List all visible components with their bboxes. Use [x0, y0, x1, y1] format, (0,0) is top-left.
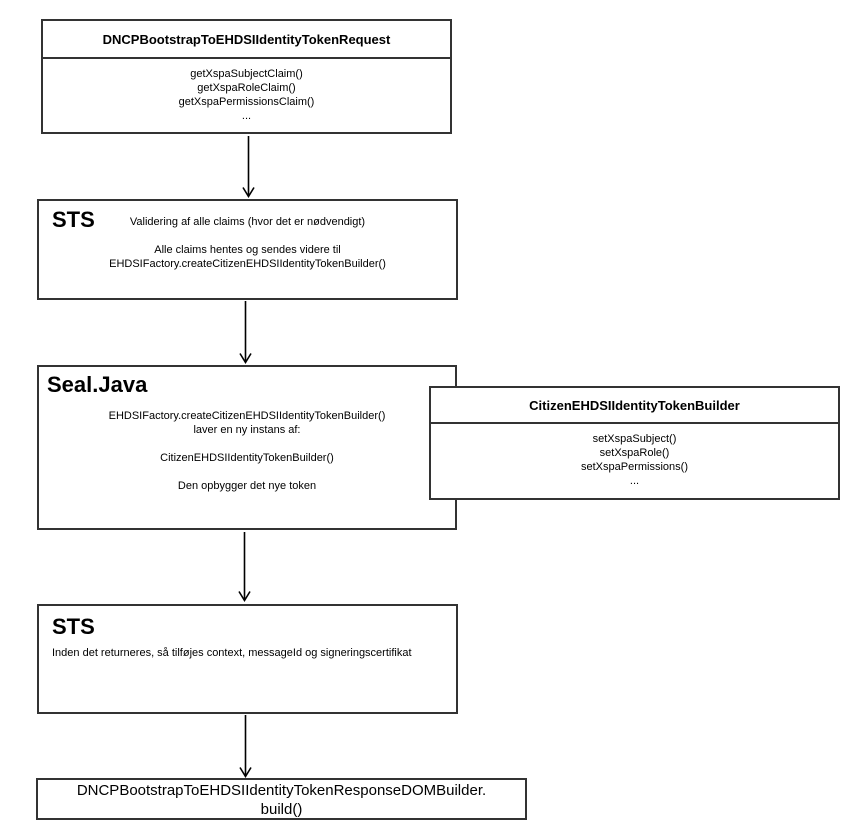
node-seal-java-label: Seal.Java — [47, 372, 148, 397]
arrow-request-to-sts1 — [242, 136, 255, 199]
node-request: DNCPBootstrapToEHDSIIdentityTokenRequest… — [41, 19, 452, 134]
node-builder-title: CitizenEHDSIIdentityTokenBuilder — [431, 388, 838, 424]
node-sts-validate: STS Validering af alle claims (hvor det … — [37, 199, 458, 300]
text-line: EHDSIFactory.createCitizenEHDSIIdentityT… — [109, 258, 386, 270]
text-line: Alle claims hentes og sendes videre til — [154, 244, 341, 256]
text-line: DNCPBootstrapToEHDSIIdentityTokenRespons… — [76, 782, 487, 799]
arrow-sts2-to-response — [239, 715, 252, 779]
text-line: Inden det returneres, så tilføjes contex… — [52, 647, 412, 659]
method-line: setXspaSubject() — [592, 433, 677, 445]
node-sts-validate-label: STS — [52, 207, 95, 232]
node-response-builder: DNCPBootstrapToEHDSIIdentityTokenRespons… — [36, 778, 527, 820]
node-sts-return-label: STS — [52, 614, 95, 639]
arrow-seal-to-sts2 — [238, 532, 251, 603]
arrow-sts1-to-seal — [239, 301, 252, 365]
node-seal-java-text: EHDSIFactory.createCitizenEHDSIIdentityT… — [39, 409, 455, 493]
blank-line — [39, 229, 456, 243]
method-ellipsis: ... — [629, 475, 640, 487]
node-builder: CitizenEHDSIIdentityTokenBuilder setXspa… — [429, 386, 840, 500]
blank-line — [39, 465, 455, 479]
text-line: EHDSIFactory.createCitizenEHDSIIdentityT… — [108, 410, 386, 422]
node-sts-return-text: Inden det returneres, så tilføjes contex… — [52, 646, 412, 660]
method-line: getXspaRoleClaim() — [197, 81, 296, 94]
node-builder-methods: setXspaSubject() setXspaRole() setXspaPe… — [431, 424, 838, 496]
method-ellipsis: ... — [241, 109, 252, 122]
blank-line — [39, 437, 455, 451]
method-line: setXspaPermissions() — [581, 461, 688, 473]
method-line: setXspaRole() — [599, 447, 670, 459]
method-line: getXspaPermissionsClaim() — [178, 95, 315, 108]
node-sts-return: STS Inden det returneres, så tilføjes co… — [37, 604, 458, 714]
text-line: CitizenEHDSIIdentityTokenBuilder() — [160, 452, 334, 464]
text-line: Validering af alle claims (hvor det er n… — [129, 216, 366, 228]
node-seal-java: Seal.Java EHDSIFactory.createCitizenEHDS… — [37, 365, 457, 530]
node-request-methods: getXspaSubjectClaim() getXspaRoleClaim()… — [43, 59, 450, 130]
node-request-title: DNCPBootstrapToEHDSIIdentityTokenRequest — [43, 21, 450, 59]
text-line: build() — [260, 801, 303, 818]
node-response-builder-text: DNCPBootstrapToEHDSIIdentityTokenRespons… — [38, 781, 525, 819]
node-sts-validate-text: Validering af alle claims (hvor det er n… — [39, 215, 456, 271]
text-line: Den opbygger det nye token — [177, 480, 317, 492]
text-line: laver en ny instans af: — [193, 424, 301, 436]
method-line: getXspaSubjectClaim() — [190, 67, 303, 80]
